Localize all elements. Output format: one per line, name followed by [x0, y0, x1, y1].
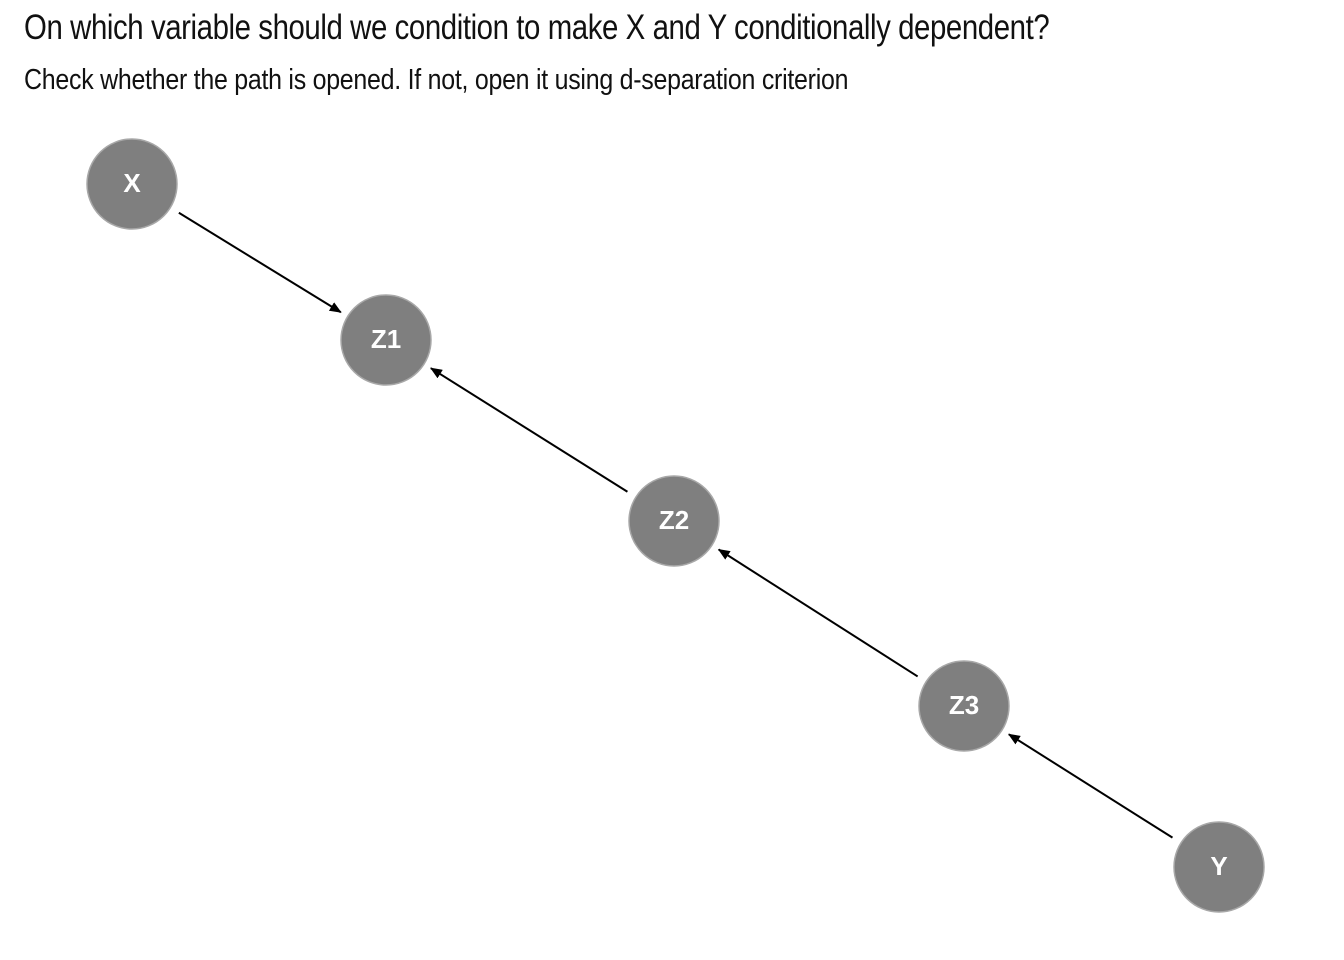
node-z2: Z2	[628, 475, 720, 567]
node-label: X	[123, 168, 141, 198]
node-x: X	[86, 138, 178, 230]
edges-layer	[178, 211, 1174, 839]
node-circle	[340, 294, 432, 386]
node-label: Z2	[659, 505, 689, 535]
node-circle	[918, 660, 1010, 752]
node-z3: Z3	[918, 660, 1010, 752]
question-title: On which variable should we condition to…	[24, 8, 1050, 47]
node-label: Z3	[949, 690, 979, 720]
node-y: Y	[1173, 821, 1265, 913]
node-circle	[86, 138, 178, 230]
edge-z3-to-z2	[717, 548, 919, 678]
edge-x-to-z1	[178, 211, 342, 314]
node-circle	[1173, 821, 1265, 913]
edge-z2-to-z1	[430, 367, 628, 493]
node-label: Y	[1210, 851, 1227, 881]
hint-subtitle: Check whether the path is opened. If not…	[24, 64, 849, 96]
node-label: Z1	[371, 324, 401, 354]
node-z1: Z1	[340, 294, 432, 386]
node-circle	[628, 475, 720, 567]
edge-y-to-z3	[1007, 733, 1174, 839]
